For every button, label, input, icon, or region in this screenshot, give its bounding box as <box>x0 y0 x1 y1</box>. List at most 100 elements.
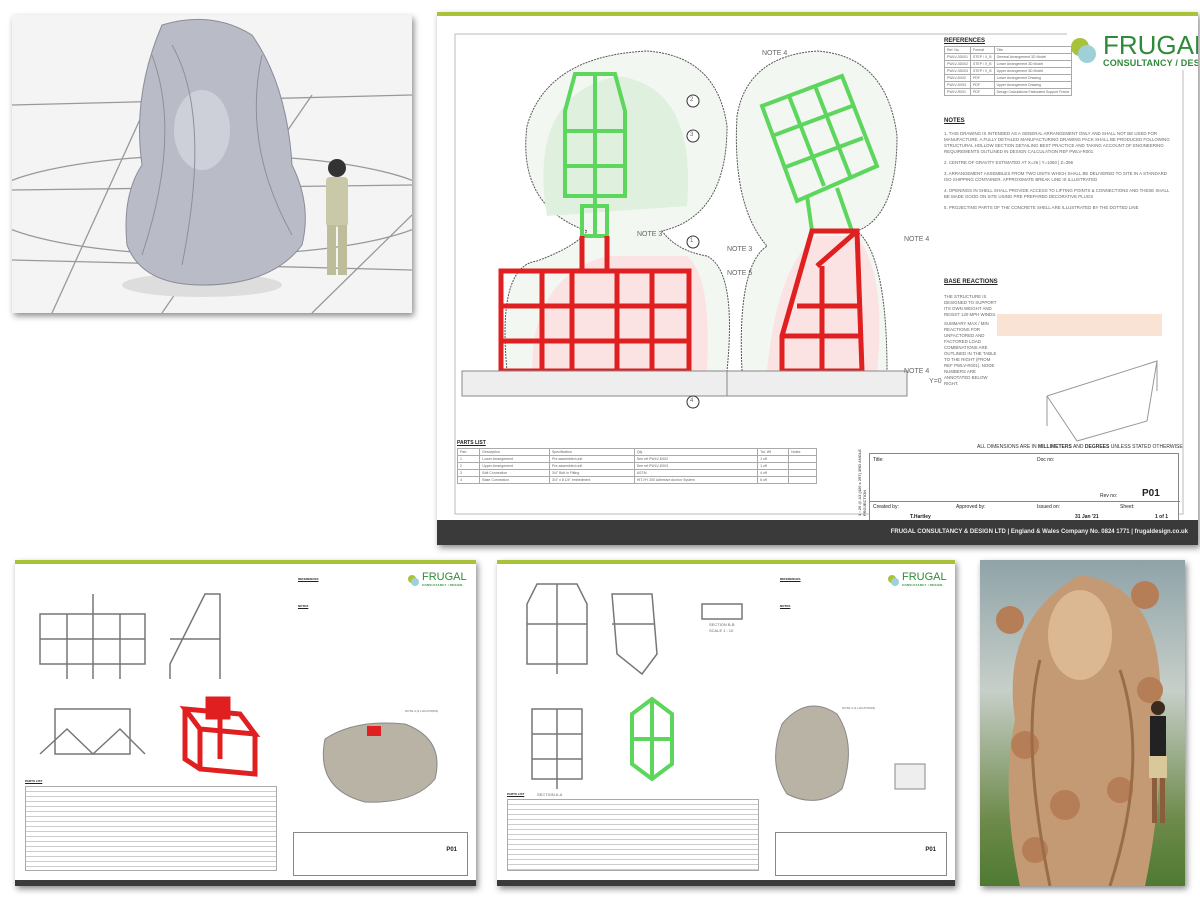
table-cell: 6 off <box>757 476 790 484</box>
render-3d-illustration <box>12 18 412 313</box>
note-item: 5. PROJECTING PARTS OF THE CONCRETE SHEL… <box>944 205 1139 210</box>
rev-value: P01 <box>1142 488 1160 499</box>
table-cell: 3/4" Bolt in Fitting <box>549 469 635 477</box>
table-cell: PWLV-D003 <box>944 81 971 89</box>
upper-frame-front <box>563 72 627 238</box>
note-4-label: NOTE 4 <box>904 368 930 375</box>
table-cell: 2 <box>456 462 481 470</box>
table-cell <box>788 469 817 477</box>
parts-list-heading: PARTS LIST <box>507 792 525 796</box>
table-cell: ASTM <box>633 469 759 477</box>
logo-sub: CONSULTANCY / DESIGN <box>422 583 463 587</box>
rev-label: Rev no: <box>1100 493 1118 499</box>
table-cell: STEP / X_B <box>969 67 995 75</box>
doc-label: Doc no: <box>1037 457 1055 463</box>
table-cell: 3 <box>456 469 481 477</box>
note-label: NOTE 4 (2 LOCATIONS) <box>405 709 439 713</box>
dims-deg: DEGREES <box>1084 444 1110 450</box>
installed-sculpture-photo <box>980 560 1185 886</box>
dims-mm: MILLIMETERS <box>1037 444 1072 450</box>
section-bb-label: SECTION B-B <box>709 622 735 627</box>
table-cell: Pre-assembled unit <box>549 455 635 463</box>
note-4-label: NOTE 4 <box>762 50 788 57</box>
table-cell: Specification <box>549 448 635 456</box>
sheet-value: 1 of 1 <box>1155 514 1169 520</box>
table-cell: PDF <box>969 88 995 96</box>
parts-list-table <box>507 799 759 871</box>
logo-sub: CONSULTANCY / DESIGN <box>1103 58 1198 68</box>
references-heading: REFERENCES <box>780 577 801 581</box>
base-reactions-text-2: SUMMARY MAX / MIN REACTIONS FOR UNFACTOR… <box>944 321 997 386</box>
person-figure <box>1149 701 1167 823</box>
references-heading: REFERENCES <box>298 577 319 581</box>
notes-heading: NOTES <box>944 118 965 124</box>
base-reactions-text-1: THE STRUCTURE IS DESIGNED TO SUPPORT ITS… <box>944 294 997 317</box>
balloon-2: 2 <box>690 97 694 103</box>
lower-frame-3d <box>179 696 261 777</box>
table-cell: PWLV-R001 <box>944 88 971 96</box>
dims-and: AND <box>1071 444 1085 450</box>
table-cell: Title <box>993 46 1073 54</box>
table-cell: See ref PWLV-D002 <box>633 455 759 463</box>
table-cell: Pre-assembled unit <box>549 462 635 470</box>
table-cell: PDF <box>969 74 995 82</box>
table-cell <box>788 462 817 470</box>
base-reactions-heading: BASE REACTIONS <box>944 279 998 285</box>
table-cell: 3/4" x 8 1/4" embedment <box>549 476 635 484</box>
title-block: P01 <box>775 832 947 876</box>
table-cell: 4 <box>456 476 481 484</box>
table-cell: Description <box>479 448 551 456</box>
table-cell: 1 off <box>757 455 790 463</box>
table-cell: PWLV-3D002 <box>944 60 971 68</box>
table-cell: 1 off <box>757 462 790 470</box>
table-cell: PWLV-3D003 <box>944 67 971 75</box>
note-label: NOTE 4 (2 LOCATIONS) <box>842 706 876 710</box>
table-cell <box>788 476 817 484</box>
sheet-label: Sheet: <box>1120 504 1135 510</box>
table-cell: See ref PWLV-D003 <box>633 462 759 470</box>
balloon-3: 3 <box>690 132 694 138</box>
table-cell: Qty <box>633 448 759 456</box>
dims-prefix: ALL DIMENSIONS ARE IN <box>977 444 1038 450</box>
parts-list-heading: PARTS LIST <box>25 779 43 783</box>
note-item: 2. CENTRE OF GRAVITY ESTIMATED AT X=26 |… <box>944 160 1074 165</box>
issued-value: 31 Jan '21 <box>1075 514 1099 520</box>
human-scale-figure <box>326 159 348 275</box>
table-cell: Upper Arrangement Drawing <box>993 81 1073 89</box>
title-label: Title: <box>873 457 884 463</box>
notes-heading: NOTES <box>298 604 309 608</box>
upper-frame-3d <box>630 696 674 782</box>
table-cell: STEP / X_B <box>969 53 995 61</box>
rev-value: P01 <box>446 847 457 853</box>
references-heading: REFERENCES <box>944 38 986 44</box>
table-cell: Design Calculations Fabricated Support F… <box>993 88 1073 96</box>
logo-word: FRUGAL <box>902 571 947 583</box>
sheet-footer: FRUGAL CONSULTANCY & DESIGN LTD | Englan… <box>437 520 1198 545</box>
table-cell: Lower Arrangement Drawing <box>993 74 1073 82</box>
notes-list: 1. THIS DRAWING IS INTENDED AS A GENERAL… <box>944 131 1174 216</box>
table-cell: Lower Arrangement 3D Model <box>993 60 1073 68</box>
table-cell: PDF <box>969 81 995 89</box>
sculpture-photo-illustration <box>996 575 1167 886</box>
lower-arrangement-drawing <box>15 593 476 886</box>
projection-note: 1 : 20 @ A3 (420 x 297) 3RD ANGLE PROJEC… <box>857 449 867 516</box>
title-block: Title: Doc no: Rev no: P01 Created by: T… <box>869 453 1180 521</box>
table-cell: Upper Arrangement 3D Model <box>993 67 1073 75</box>
logo-word: FRUGAL <box>422 571 467 583</box>
logo-word: FRUGAL <box>1103 30 1198 60</box>
issued-label: Issued on: <box>1037 504 1061 510</box>
created-value: T.Hartley <box>910 514 931 520</box>
table-cell: STEP / X_B <box>969 60 995 68</box>
